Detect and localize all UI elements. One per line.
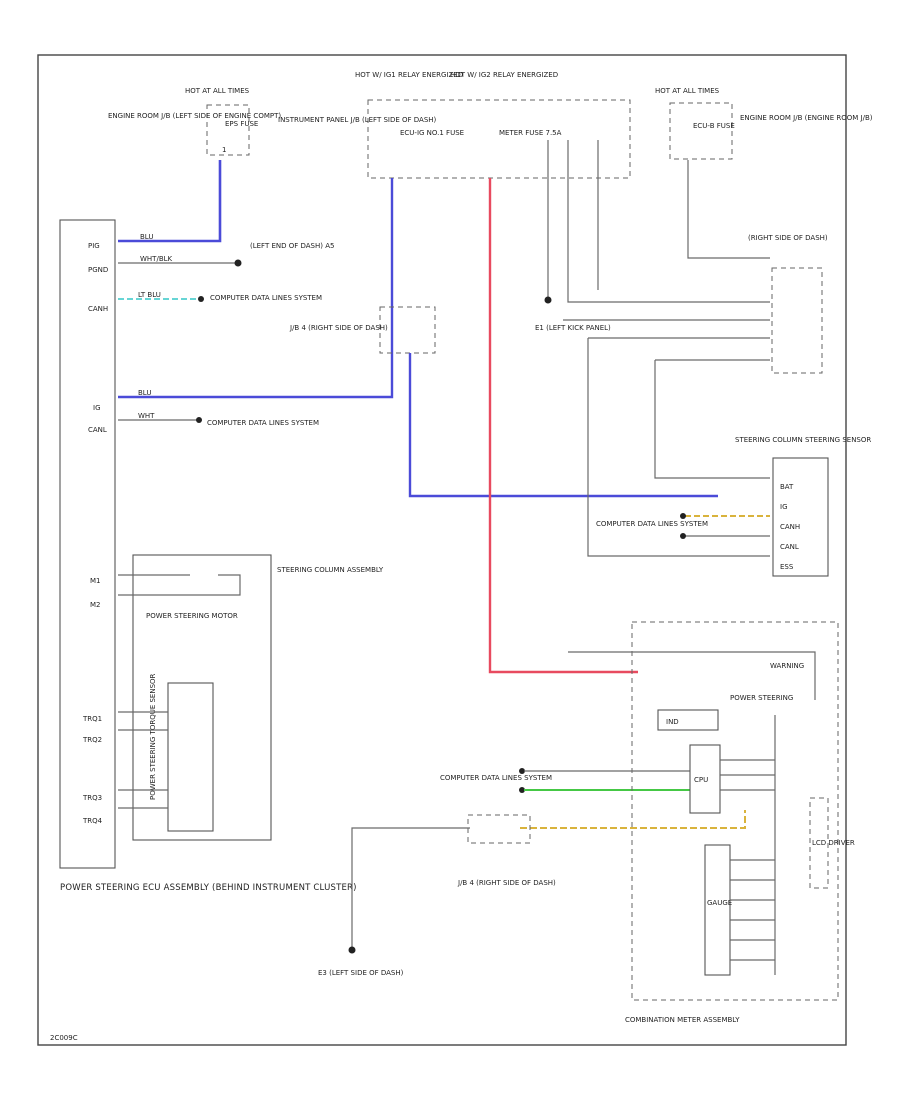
hot-at-left-block: HOT AT ALL TIMES EPS FUSE 1 ENGINE ROOM …	[108, 87, 281, 156]
ecu-pin-pig: PIG	[88, 242, 100, 250]
combination-meter-title: COMBINATION METER ASSEMBLY	[625, 1016, 740, 1024]
meter-inner-wires	[720, 715, 776, 975]
ecu-pin-trq2: TRQ2	[82, 736, 102, 744]
ps-ecu-label: POWER STEERING ECU ASSEMBLY (BEHIND INST…	[60, 883, 357, 893]
ecu-pin-trq1: TRQ1	[82, 715, 102, 723]
ss-wire-bat	[654, 360, 770, 479]
computer-data-2: COMPUTER DATA LINES SYSTEM	[207, 419, 319, 427]
steering-column-assy-label: STEERING COLUMN ASSEMBLY	[277, 566, 384, 574]
low-cd-dot2	[519, 787, 525, 793]
hot-at-left-title: HOT AT ALL TIMES	[185, 87, 250, 95]
eps-fuse-label: EPS FUSE	[225, 120, 258, 128]
ecu-pin-trq3: TRQ3	[82, 794, 102, 802]
ps-ecu-box	[59, 219, 116, 869]
diagram-frame	[37, 54, 847, 1046]
ecu-pin-trq4: TRQ4	[82, 817, 103, 825]
ss-wire-ess	[587, 338, 770, 557]
ecu-b-fuse-label: ECU-B FUSE	[693, 122, 735, 130]
steering-sensor-title: STEERING COLUMN STEERING SENSOR	[735, 436, 871, 444]
ecu-pin-m2: M2	[90, 601, 101, 609]
warning-label: WARNING	[770, 662, 804, 670]
ss-pin-ig: IG	[780, 503, 788, 511]
wire-canh-label: LT BLU	[138, 291, 161, 299]
trq-wires	[118, 711, 168, 809]
hot-ig2-title: HOT W/ IG2 RELAY ENERGIZED	[450, 71, 558, 79]
footer-code: 2C009C	[50, 1034, 78, 1042]
ecu-pin-pgnd: PGND	[88, 266, 108, 274]
motor-coil	[118, 574, 241, 596]
jb4-lower-box	[467, 814, 531, 844]
steering-sensor-box	[772, 457, 829, 577]
e3-dot	[348, 946, 356, 954]
ecu-pin-canl: CANL	[88, 426, 107, 434]
ground-a5-label: (LEFT END OF DASH) A5	[250, 242, 334, 250]
meter-top-wire	[568, 651, 816, 700]
ground-a5-dot	[234, 259, 242, 267]
eps-fuse-num: 1	[222, 146, 226, 154]
torque-sensor-label: POWER STEERING TORQUE SENSOR	[149, 673, 157, 800]
ss-pin-canh: CANH	[780, 523, 800, 531]
computer-data-1: COMPUTER DATA LINES SYSTEM	[210, 294, 322, 302]
ss-canh-dot	[680, 513, 686, 519]
ss-canl-dot	[680, 533, 686, 539]
ind-box	[657, 709, 719, 731]
ecu-pin-m1: M1	[90, 577, 101, 585]
lcd-driver-label: LCD DRIVER	[812, 839, 855, 847]
ind-label: IND	[666, 718, 679, 726]
engine-room-jb-label: ENGINE ROOM J/B (LEFT SIDE OF ENGINE COM…	[108, 112, 281, 120]
ss-pin-ess: ESS	[780, 563, 794, 571]
wire-r2	[567, 140, 770, 303]
engine-room-jb-right-label: ENGINE ROOM J/B (ENGINE ROOM J/B)	[740, 114, 873, 122]
jb4-lower-label: J/B 4 (RIGHT SIDE OF DASH)	[457, 879, 556, 887]
hot-at-center-block: HOT W/ IG1 RELAY ENERGIZED HOT W/ IG2 RE…	[278, 71, 631, 179]
right-dash-connector	[771, 267, 823, 374]
ps-indicator-label: POWER STEERING	[730, 694, 793, 702]
gauge-label: GAUGE	[707, 899, 732, 907]
low-cd-dot1	[519, 768, 525, 774]
wire-r1	[687, 160, 770, 259]
motor-box	[132, 554, 272, 841]
e3-wire	[351, 827, 470, 948]
ss-pin-bat: BAT	[780, 483, 794, 491]
canl-dot	[196, 417, 202, 423]
wire-pig-label: BLU	[140, 233, 153, 241]
low-wire-yel	[520, 810, 746, 829]
wire-pnk	[488, 178, 638, 674]
hot-ig1-title: HOT W/ IG1 RELAY ENERGIZED	[355, 71, 463, 79]
jb4-upper-box	[379, 306, 436, 354]
instrument-panel-jb-label: INSTRUMENT PANEL J/B (LEFT SIDE OF DASH)	[278, 116, 437, 124]
computer-data-4: COMPUTER DATA LINES SYSTEM	[440, 774, 552, 782]
wire-pig-blu	[118, 160, 222, 243]
e1-label: E1 (LEFT KICK PANEL)	[535, 324, 611, 332]
torque-sensor-box	[167, 682, 214, 832]
wire-blu-to-sensor	[408, 353, 718, 498]
ps-motor-label: POWER STEERING MOTOR	[146, 612, 238, 620]
jb4-upper-label: J/B 4 (RIGHT SIDE OF DASH)	[289, 324, 388, 332]
ecu-pin-canh: CANH	[88, 305, 108, 313]
e3-label: E3 (LEFT SIDE OF DASH)	[318, 969, 404, 977]
wire-canl-label: WHT	[138, 412, 155, 420]
right-dash-label: (RIGHT SIDE OF DASH)	[748, 234, 828, 242]
meter-fuse-label: METER FUSE 7.5A	[499, 129, 562, 137]
e1-dot	[544, 296, 552, 304]
hot-at-right-title: HOT AT ALL TIMES	[655, 87, 720, 95]
combination-meter-box	[631, 621, 839, 1001]
cpu-label: CPU	[694, 776, 708, 784]
wire-ig-label: BLU	[138, 389, 151, 397]
wire-ig-blu	[118, 178, 394, 399]
hot-at-right-block: HOT AT ALL TIMES ECU-B FUSE ENGINE ROOM …	[655, 87, 873, 160]
ecu-ig-fuse-label: ECU-IG NO.1 FUSE	[400, 129, 464, 137]
computer-data-3: COMPUTER DATA LINES SYSTEM	[596, 520, 708, 528]
cpu-box	[689, 744, 721, 814]
gauge-box	[704, 844, 731, 976]
wire-pgnd-label: WHT/BLK	[140, 255, 173, 263]
lcd-driver-box	[809, 797, 829, 889]
canh-dot	[198, 296, 204, 302]
ss-pin-canl: CANL	[780, 543, 799, 551]
ecu-pin-ig: IG	[93, 404, 101, 412]
